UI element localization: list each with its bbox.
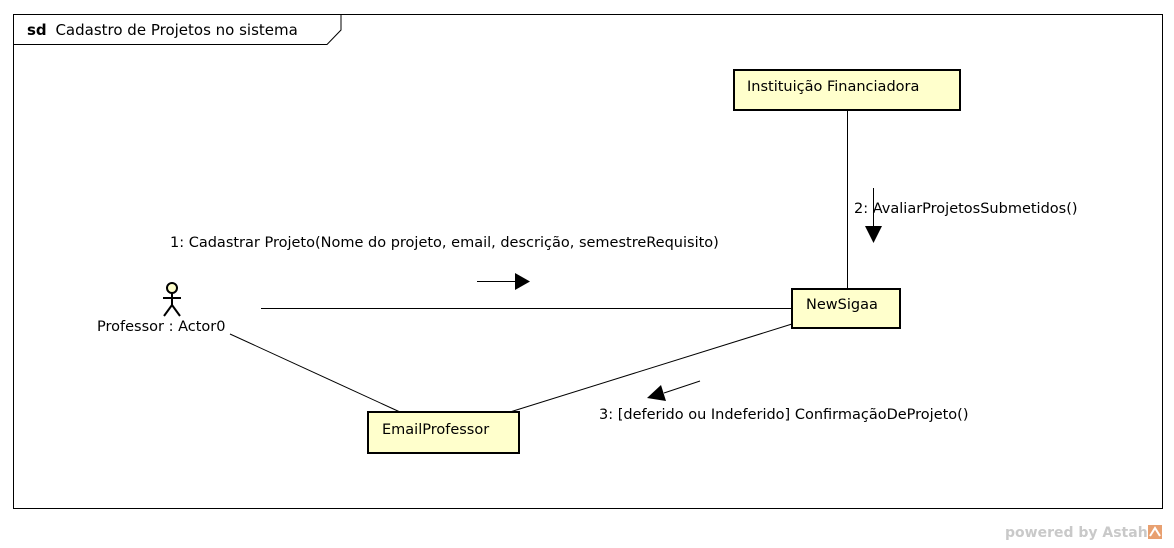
message-2-label: 2: AvaliarProjetosSubmetidos() — [854, 201, 1078, 217]
frame-title: sd Cadastro de Projetos no sistema — [27, 21, 298, 39]
actor-label: Professor : Actor0 — [97, 319, 225, 335]
frame-keyword: sd — [27, 21, 47, 39]
actor-head — [166, 282, 178, 294]
message-3-arrow — [647, 380, 701, 401]
astah-watermark: powered by Astah — [1005, 525, 1162, 541]
link-newsigaa-email — [509, 323, 793, 413]
object-box — [367, 411, 520, 454]
actor-professor[interactable] — [163, 282, 181, 317]
object-box — [791, 288, 901, 329]
object-label: NewSigaa — [806, 297, 878, 313]
message-3-label: 3: [deferido ou Indeferido] ConfirmaçãoD… — [599, 407, 969, 423]
object-newsigaa[interactable]: NewSigaa — [791, 288, 901, 329]
object-instituicao-financiadora[interactable]: Instituição Financiadora — [733, 69, 961, 111]
object-box — [733, 69, 961, 111]
message-1-label: 1: Cadastrar Projeto(Nome do projeto, em… — [170, 235, 719, 251]
object-label: Instituição Financiadora — [747, 79, 919, 95]
astah-logo-icon — [1147, 525, 1162, 539]
link-professor-email — [229, 333, 401, 413]
frame-title-tab — [13, 14, 342, 45]
object-email-professor[interactable]: EmailProfessor — [367, 411, 520, 454]
watermark-text: powered by Astah — [1005, 525, 1148, 541]
frame-title-text: Cadastro de Projetos no sistema — [55, 21, 297, 39]
message-1-arrow — [477, 273, 530, 290]
object-label: EmailProfessor — [382, 422, 489, 438]
message-2-arrow — [865, 188, 882, 243]
diagram-frame — [13, 14, 1163, 509]
actor-left-leg — [163, 304, 173, 317]
actor-right-leg — [171, 304, 181, 317]
